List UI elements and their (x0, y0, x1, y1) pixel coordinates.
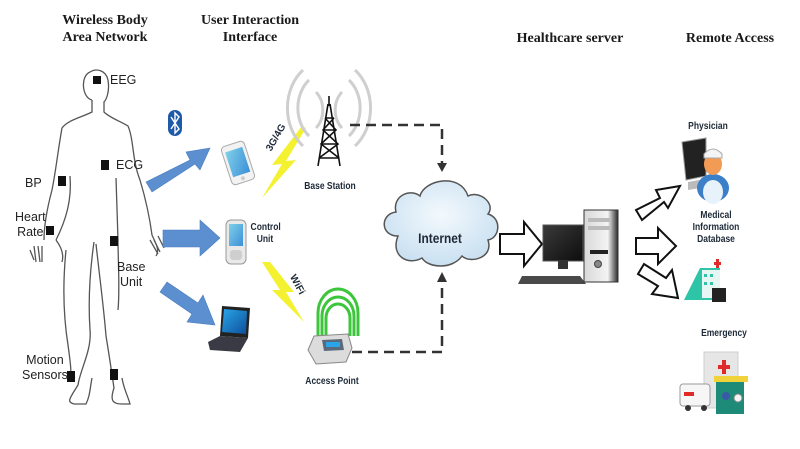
label-physician: Physician (688, 121, 728, 132)
arrow-to-emergency (636, 262, 680, 300)
sensor-heart-rate (46, 226, 54, 235)
label-eeg: EEG (110, 73, 137, 87)
label-motion-sensors: Motion Sensors (22, 353, 68, 383)
sensor-eeg (93, 76, 101, 84)
arrow-to-database (635, 225, 678, 267)
label-heart-rate-line2: Rate (17, 225, 44, 239)
label-control-unit-line1: Control (250, 222, 281, 233)
heading-uii-line2: Interface (222, 30, 278, 45)
internet-cloud-icon (383, 180, 499, 267)
laptop-icon (208, 306, 250, 352)
cellular-bolt-icon (262, 126, 306, 198)
label-database-line2: Information (692, 222, 740, 233)
label-control-unit-line2: Unit (256, 234, 274, 245)
label-database: Medical Information Database (682, 210, 750, 246)
sensor-base-unit (110, 236, 118, 246)
arrow-to-laptop (159, 281, 216, 326)
heading-remote-access: Remote Access (685, 31, 775, 46)
control-unit-icon (225, 219, 247, 265)
sensor-ecg (101, 160, 109, 170)
physician-icon (681, 137, 729, 204)
label-heart-rate-line1: Heart (15, 210, 46, 224)
server-to-remote-arrows (634, 184, 682, 300)
dashed-line-base-station (350, 123, 444, 165)
label-base-unit: Base Unit (117, 260, 146, 290)
dashed-line-access-point (352, 280, 444, 354)
smartphone-icon (220, 140, 256, 186)
arrowheads (437, 163, 447, 282)
arrow-to-physician (634, 184, 682, 222)
heading-user-interface: User Interaction Interface (180, 12, 320, 46)
sensor-motion-left (67, 371, 75, 382)
dashed-connectors (350, 123, 444, 354)
arrow-to-phone (145, 147, 211, 193)
access-point-icon (307, 287, 360, 365)
arrow-to-control-unit (162, 219, 221, 257)
heading-wban-line2: Area Network (62, 30, 148, 45)
label-base-station: Base Station (304, 181, 356, 192)
label-base-unit-line2: Unit (120, 275, 143, 289)
blue-arrows (145, 147, 221, 326)
bluetooth-icon (168, 110, 182, 136)
medical-database-icon (684, 259, 726, 302)
sensor-bp (58, 176, 66, 186)
wifi-bolt-icon (262, 262, 304, 322)
sensors (46, 76, 118, 382)
label-heart-rate: Heart Rate (15, 210, 46, 240)
label-emergency: Emergency (701, 328, 747, 339)
label-access-point: Access Point (305, 376, 359, 387)
label-database-line1: Medical (700, 210, 732, 221)
label-control-unit: Control Unit (250, 222, 281, 246)
server-computer-icon (518, 209, 619, 284)
human-body-outline (29, 69, 165, 405)
label-ecg: ECG (116, 158, 144, 172)
label-database-line3: Database (697, 234, 735, 245)
heading-wban: Wireless Body Area Network (40, 12, 170, 46)
emergency-icon (679, 351, 748, 414)
heading-uii-line1: User Interaction (200, 13, 300, 28)
label-base-unit-line1: Base (117, 260, 146, 274)
heading-wban-line1: Wireless Body (62, 13, 148, 28)
base-station-icon (285, 68, 373, 167)
heading-healthcare-server: Healthcare server (516, 31, 624, 46)
arrow-internet-to-server (499, 219, 544, 269)
label-motion-line1: Motion (26, 353, 64, 367)
label-internet: Internet (418, 230, 462, 246)
label-motion-line2: Sensors (22, 368, 68, 382)
label-bp: BP (25, 176, 42, 190)
sensor-motion-right (110, 369, 118, 380)
